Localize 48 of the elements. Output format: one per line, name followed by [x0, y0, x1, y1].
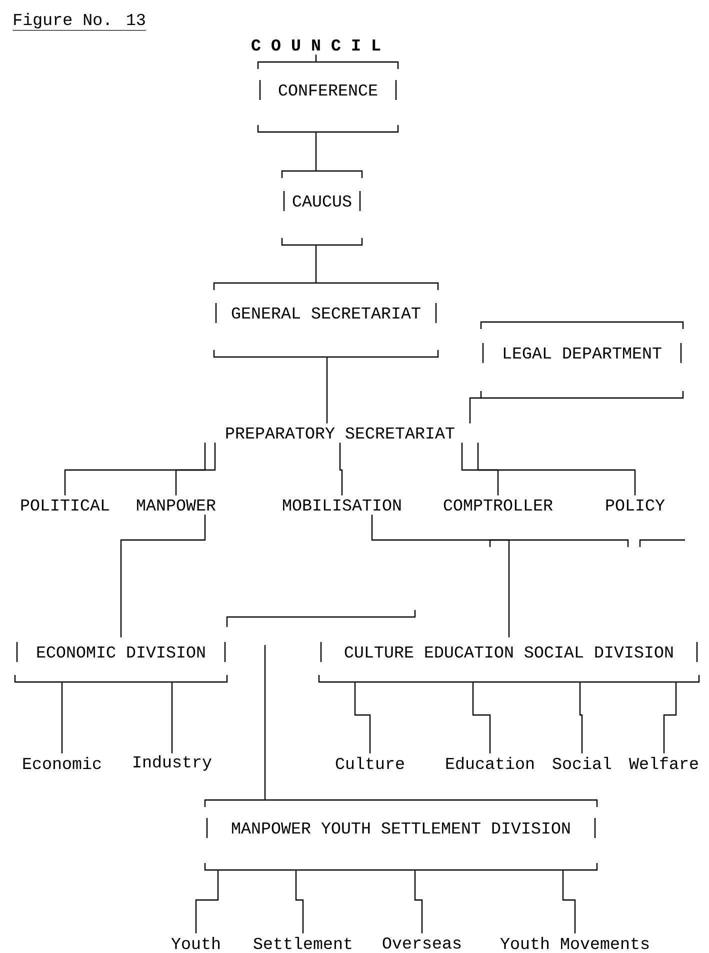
connector-line — [175, 442, 216, 496]
unit-label: POLICY — [606, 499, 665, 511]
connector-line — [171, 682, 173, 754]
connector-line — [663, 682, 677, 754]
connector-line — [414, 870, 423, 934]
unit-label: Youth Movements — [500, 936, 649, 950]
unit-label: MANPOWER — [137, 499, 216, 511]
connector-line — [461, 442, 499, 496]
unit-label: Social — [552, 756, 612, 770]
connector-line — [579, 682, 583, 754]
bracket-box: CONFERENCE — [257, 61, 399, 133]
connector-line — [195, 870, 219, 934]
title-text: C O U N C I L — [252, 39, 380, 51]
connector-line — [315, 54, 317, 62]
connector-line — [354, 682, 371, 754]
unit-label: COMPTROLLER — [444, 499, 553, 511]
bracket-box: ECONOMIC DIVISION — [14, 642, 228, 683]
unit-label: Industry — [134, 755, 212, 771]
unit-label: PREPARATORY SECRETARIAT — [226, 427, 454, 439]
connector-line — [264, 645, 266, 800]
bracket-box: CULTURE EDUCATION SOCIAL DIVISION — [318, 642, 700, 683]
unit-label: POLITICAL — [21, 499, 109, 511]
bracket-box: CAUCUS — [281, 170, 363, 246]
connector-line — [472, 682, 491, 754]
connector-line — [315, 246, 317, 282]
connector-line — [371, 514, 510, 638]
bracket-box: GENERAL SECRETARIAT — [213, 282, 439, 358]
connector-line — [339, 442, 343, 496]
connector-line — [64, 442, 206, 496]
bracket-box: MANPOWER YOUTH SETTLEMENT DIVISION — [204, 799, 598, 871]
bracket-box: LEGAL DEPARTMENT — [480, 321, 684, 399]
unit-label: Welfare — [629, 756, 698, 770]
unit-label: MOBILISATION — [283, 499, 401, 511]
unit-label: Overseas — [382, 937, 461, 949]
connector-line — [469, 397, 482, 424]
unit-label: Culture — [336, 756, 404, 770]
unit-label: Youth — [171, 936, 220, 950]
connector-line — [326, 358, 328, 424]
connector-line — [315, 132, 317, 170]
connector-line — [295, 870, 304, 934]
unit-label: Education — [446, 756, 534, 770]
connector-line — [477, 442, 636, 496]
connector-line — [562, 870, 576, 934]
unit-label: Economic — [23, 756, 101, 770]
unit-label: Settlement — [254, 936, 352, 950]
connector-line — [61, 682, 63, 754]
connector-line — [120, 514, 206, 638]
figure-title: Figure No. 13 — [12, 12, 146, 31]
